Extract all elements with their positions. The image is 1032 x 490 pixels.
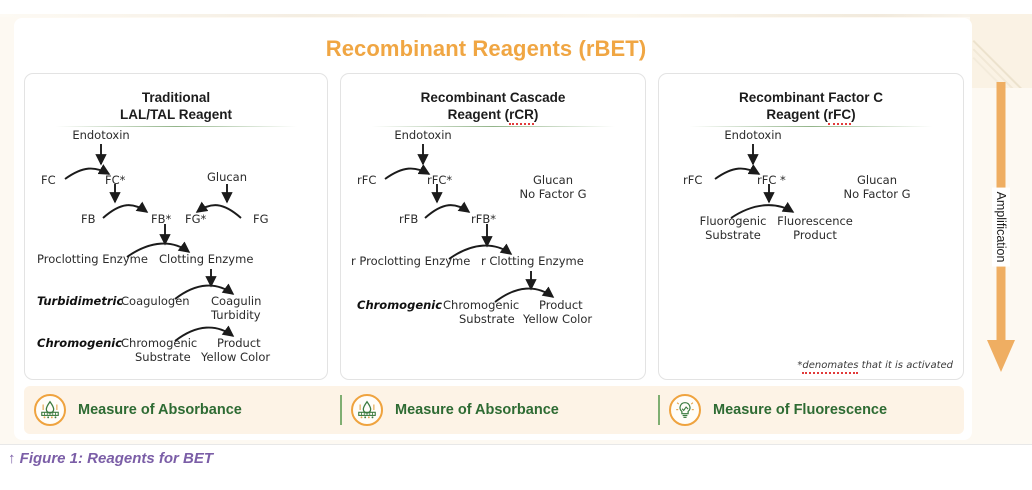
panel-1-cascade-diagram: Endotoxin FC FC* FB FB* FG* FG Glucan Pr… — [25, 126, 327, 381]
figure-title: Recombinant Reagents (rBET) — [325, 36, 647, 61]
panel-1-arrows — [64, 144, 242, 342]
panel-2-heading: Recombinant Cascade Reagent (rCR) — [341, 89, 645, 125]
panels-container: Traditional LAL/TAL Reagent — [24, 73, 964, 380]
panel-2-node-product: Product — [539, 298, 583, 312]
panel-3-node-fluorogenic-substrate-line2: Substrate — [705, 228, 761, 242]
panel-recombinant-factor-c: Recombinant Factor C Reagent (rFC) — [658, 73, 964, 380]
panel-1-node-endotoxin: Endotoxin — [72, 128, 130, 142]
panel-3-divider — [689, 126, 933, 127]
panel-3-heading-line2-pre: Reagent ( — [766, 107, 828, 122]
decorative-corner-block — [970, 14, 1032, 88]
measure-item-3: Measure of Fluorescence — [669, 386, 979, 434]
lightbulb-rays-glyph — [676, 402, 694, 418]
panel-1-heading: Traditional LAL/TAL Reagent — [25, 89, 327, 123]
panel-2-heading-line2-post: ) — [533, 107, 539, 122]
panel-1-node-coagulogen: Coagulogen — [121, 294, 190, 308]
panel-3-arrows — [714, 144, 795, 219]
panel-3-node-glucan: Glucan — [856, 173, 898, 187]
panel-traditional-lal-tal: Traditional LAL/TAL Reagent — [24, 73, 328, 380]
caption-rule — [0, 444, 1032, 445]
panel-2-node-endotoxin: Endotoxin — [394, 128, 452, 142]
panel-1-node-product: Product — [217, 336, 261, 350]
panel-1-heading-line2: LAL/TAL Reagent — [119, 107, 232, 122]
droplet-plate-glyph — [358, 400, 376, 419]
panel-2-node-r-proclotting-enzyme: r Proclotting Enzyme — [351, 254, 471, 268]
droplet-plate-glyph — [41, 400, 59, 419]
amplification-label: Amplification — [992, 187, 1010, 267]
panel-3-heading-line1: Recombinant Factor C — [738, 90, 884, 105]
panel-1-node-chromogenic-substrate-line2: Substrate — [135, 350, 191, 364]
panel-2-node-r-clotting-enzyme: r Clotting Enzyme — [481, 254, 584, 268]
panel-2-heading-line2-pre: Reagent ( — [447, 107, 510, 122]
frame-top-hairline — [0, 14, 1032, 17]
absorbance-droplet-icon — [351, 394, 383, 426]
panel-2-arrows — [384, 144, 555, 303]
amplification-indicator: Amplification — [978, 78, 1024, 376]
panel-1-label-turbidimetric: Turbidimetric — [37, 294, 124, 308]
footnote-asterisk: * — [797, 360, 803, 371]
panel-1-node-turbidity: Turbidity — [211, 308, 261, 322]
panel-1-node-clotting-enzyme: Clotting Enzyme — [159, 252, 254, 266]
panel-1-divider — [55, 126, 297, 127]
panel-1-node-proclotting-enzyme: Proclotting Enzyme — [37, 252, 148, 266]
measure-separator-2 — [658, 395, 660, 425]
panel-2-node-rfc: rFC — [357, 173, 377, 187]
fluorescence-bulb-icon — [669, 394, 701, 426]
measure-label-2: Measure of Absorbance — [395, 402, 559, 418]
panel-1-node-chromogenic-substrate-line1: Chromogenic — [121, 336, 198, 350]
panel-3-node-rfc-star: rFC * — [757, 173, 786, 187]
panel-2-node-rfb-star: rFB* — [471, 212, 496, 226]
measure-item-1: Measure of Absorbance — [34, 386, 334, 434]
panel-1-label-chromogenic: Chromogenic — [37, 336, 123, 350]
panel-2-node-rfb: rFB — [399, 212, 419, 226]
panel-3-heading-spellcheck-term: rFC — [827, 107, 852, 125]
panel-1-node-yellow-color: Yellow Color — [201, 350, 271, 364]
panel-2-divider — [371, 126, 615, 127]
panel-3-cascade-diagram: Endotoxin rFC rFC * Glucan No Factor G F… — [659, 126, 963, 381]
measure-bar: Measure of Absorbance — [24, 386, 964, 434]
footnote-spellcheck-term: denomates — [802, 360, 859, 374]
panel-2-heading-spellcheck-term: rCR — [509, 107, 534, 125]
measure-label-3: Measure of Fluorescence — [713, 402, 888, 418]
panel-2-label-chromogenic: Chromogenic — [357, 298, 443, 312]
measure-label-1: Measure of Absorbance — [78, 402, 242, 418]
panel-1-node-coagulin: Coagulin — [211, 294, 262, 308]
panel-3-node-fluorescence-product-line2: Product — [793, 228, 837, 242]
panel-2-heading-line1: Recombinant Cascade — [420, 90, 566, 105]
panel-2-node-chromogenic-substrate-line1: Chromogenic — [443, 298, 520, 312]
panel-1-node-fb-star: FB* — [151, 212, 172, 226]
panel-2-node-no-factor-g: No Factor G — [519, 187, 587, 201]
panel-1-node-fc: FC — [41, 173, 56, 187]
measure-item-2: Measure of Absorbance — [351, 386, 651, 434]
panel-2-node-chromogenic-substrate-line2: Substrate — [459, 312, 515, 326]
panel-1-node-glucan: Glucan — [206, 170, 248, 184]
panel-3-node-rfc: rFC — [683, 173, 703, 187]
panel-recombinant-cascade: Recombinant Cascade Reagent (rCR) — [340, 73, 646, 380]
panel-1-node-fg-star: FG* — [185, 212, 207, 226]
panel-3-footnote: *denomates that it is activated — [797, 360, 953, 374]
figure-caption: ↑ Figure 1: Reagents for BET — [8, 450, 214, 467]
panel-1-node-fg: FG — [253, 212, 269, 226]
panel-2-cascade-diagram: Endotoxin rFC rFC* rFB rFB* Glucan No Fa… — [341, 126, 645, 381]
panel-1-node-fc-star: FC* — [105, 173, 126, 187]
panel-2-node-glucan: Glucan — [532, 173, 574, 187]
panel-3-heading-line2-post: ) — [851, 107, 856, 122]
panel-3-heading: Recombinant Factor C Reagent (rFC) — [659, 89, 963, 125]
panel-2-node-yellow-color: Yellow Color — [523, 312, 593, 326]
panel-3-node-no-factor-g: No Factor G — [843, 187, 911, 201]
panel-1-heading-line1: Traditional — [141, 90, 211, 105]
panel-2-node-rfc-star: rFC* — [427, 173, 453, 187]
panel-3-node-fluorescence-product-line1: Fluorescence — [777, 214, 853, 228]
panel-1-node-fb: FB — [81, 212, 96, 226]
panel-3-node-fluorogenic-substrate-line1: Fluorogenic — [699, 214, 767, 228]
measure-separator-1 — [340, 395, 342, 425]
panel-3-node-endotoxin: Endotoxin — [724, 128, 782, 142]
absorbance-droplet-icon — [34, 394, 66, 426]
footnote-text: that it is activated — [858, 360, 953, 371]
